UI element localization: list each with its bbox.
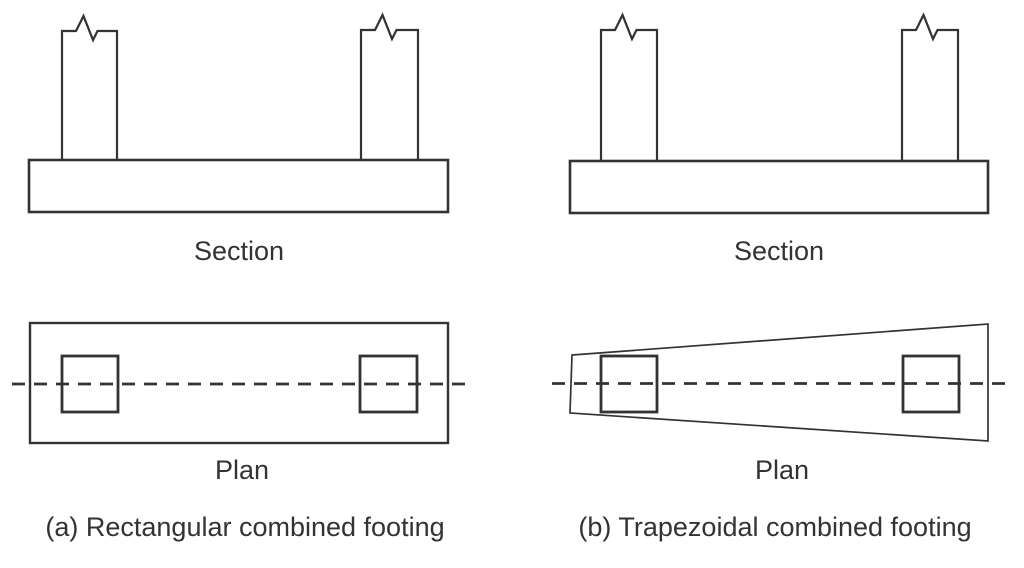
column-b2-outline-with-break-mark — [900, 12, 960, 161]
column-b1-outline-with-break-mark — [599, 12, 659, 161]
column-b1-plan-square — [599, 354, 659, 414]
section-label-a: Section — [193, 236, 285, 266]
footing-b-section-outline — [568, 159, 990, 215]
plan-label-b: Plan — [754, 455, 810, 485]
column-b2-plan-square — [901, 354, 961, 414]
column-a1-outline-with-break-mark — [60, 13, 119, 160]
footing-a-section-outline — [27, 158, 450, 214]
footing-a-plan-outline — [28, 321, 450, 445]
footing-b-plan-trapezoid-outline — [569, 323, 989, 442]
column-a2-plan-square — [358, 354, 419, 414]
column-a2-outline-with-break-mark — [359, 12, 420, 160]
panel-b-section — [568, 12, 990, 215]
caption-a: (a) Rectangular combined footing — [45, 512, 445, 542]
section-label-b: Section — [733, 236, 825, 266]
column-a1-plan-square — [60, 354, 120, 414]
plan-label-a: Plan — [214, 455, 270, 485]
panel-b-plan — [552, 323, 1008, 442]
panel-a-plan — [12, 321, 467, 445]
panel-a-section — [27, 12, 450, 214]
caption-b: (b) Trapezoidal combined footing — [578, 512, 972, 542]
